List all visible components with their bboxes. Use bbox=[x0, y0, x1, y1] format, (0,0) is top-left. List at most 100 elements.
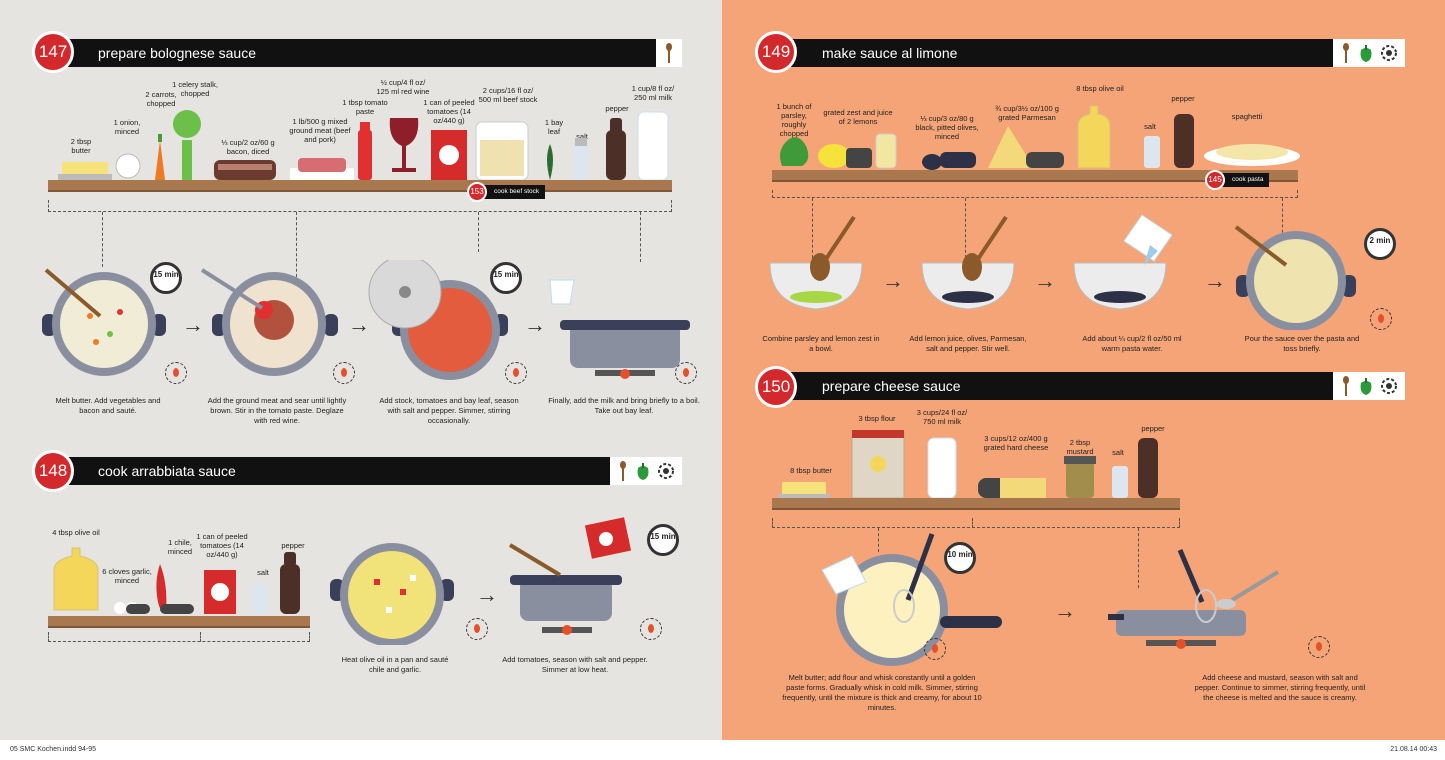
timer-icon: 2 min bbox=[1364, 228, 1396, 260]
ingredient-connector bbox=[102, 212, 103, 267]
ingredient-label: ½ cup/4 fl oz/ 125 ml red wine bbox=[376, 78, 430, 96]
ingredient-label: salt bbox=[1144, 122, 1156, 131]
ingredient-label: 1 chile, minced bbox=[167, 538, 193, 556]
step-arrow-icon: → bbox=[182, 312, 204, 337]
ingredient-connector bbox=[640, 212, 641, 262]
ingredient-connector bbox=[878, 528, 879, 552]
ingredient-label: 2 tbsp butter bbox=[70, 137, 92, 155]
ingredient-label: pepper bbox=[605, 104, 629, 113]
timer-icon: 10 min bbox=[944, 542, 976, 574]
heat-level-icon bbox=[165, 362, 187, 384]
ingredient-label: pepper bbox=[1141, 424, 1165, 433]
reference-recipe-tag[interactable]: cook pasta bbox=[1218, 173, 1270, 187]
ingredient-label: 1 cup/8 fl oz/ 250 ml milk bbox=[631, 84, 675, 102]
wooden-spoon-icon bbox=[1343, 376, 1349, 396]
ingredient-label: 2 tbsp mustard bbox=[1066, 438, 1094, 456]
recipe-title-bar: prepare cheese sauce bbox=[774, 372, 1405, 400]
recipe-number-badge: 149 bbox=[755, 31, 797, 73]
gear-icon bbox=[1381, 378, 1397, 394]
ingredient-label: 3 cups/12 oz/400 g grated hard cheese bbox=[983, 434, 1049, 452]
ingredient-label: 4 tbsp olive oil bbox=[52, 528, 100, 537]
green-pepper-icon bbox=[637, 463, 649, 480]
ingredient-label: grated zest and juice of 2 lemons bbox=[823, 108, 893, 126]
ingredient-shelf bbox=[48, 180, 672, 190]
ingredient-label: pepper bbox=[281, 541, 305, 550]
ingredient-illustrations bbox=[53, 547, 300, 614]
ingredient-illustrations bbox=[58, 110, 669, 181]
step-illustrations bbox=[330, 517, 632, 645]
step-instruction: Add lemon juice, olives, Parmesan, salt … bbox=[909, 334, 1027, 353]
step-instruction: Add about ¼ cup/2 fl oz/50 ml warm pasta… bbox=[1082, 334, 1182, 353]
step-instruction: Finally, add the milk and bring briefly … bbox=[548, 396, 700, 415]
ingredient-label: 2 cups/16 fl oz/ 500 ml beef stock bbox=[478, 86, 538, 104]
reference-recipe-badge[interactable]: 145 bbox=[1205, 170, 1225, 190]
green-pepper-icon bbox=[1360, 45, 1372, 62]
heat-level-icon bbox=[924, 638, 946, 660]
recipe-title: prepare bolognese sauce bbox=[98, 45, 257, 61]
footer-timestamp: 21.08.14 00:43 bbox=[1390, 746, 1437, 753]
ingredient-label: salt bbox=[576, 132, 588, 141]
ingredient-label: ¾ cup/3½ oz/100 g grated Parmesan bbox=[995, 104, 1059, 122]
step-instruction: Add tomatoes, season with salt and peppe… bbox=[502, 655, 648, 674]
timer-icon: 15 min bbox=[490, 262, 522, 294]
ingredient-label: salt bbox=[257, 568, 269, 577]
recipe-title-bar: prepare bolognese sauce bbox=[50, 39, 682, 67]
right-page: 149 make sauce al limone 1 bunch of pars… bbox=[722, 0, 1445, 740]
green-pepper-icon bbox=[1360, 378, 1372, 395]
ingredient-label: 3 cups/24 fl oz/ 750 ml milk bbox=[916, 408, 968, 426]
ingredient-connector bbox=[972, 518, 973, 528]
step-arrow-icon: → bbox=[476, 582, 498, 607]
ingredient-shelf bbox=[48, 616, 310, 626]
recipe-title: make sauce al limone bbox=[822, 45, 958, 61]
step-arrow-icon: → bbox=[1204, 268, 1226, 293]
step-arrow-icon: → bbox=[882, 268, 904, 293]
ingredient-connector bbox=[200, 632, 201, 642]
ingredient-connector bbox=[478, 212, 479, 252]
heat-level-icon bbox=[640, 618, 662, 640]
recipe-title: prepare cheese sauce bbox=[822, 378, 961, 394]
reference-recipe-badge[interactable]: 153 bbox=[467, 182, 487, 202]
wooden-spoon-icon bbox=[1343, 43, 1349, 63]
step-instruction: Melt butter. Add vegetables and bacon an… bbox=[55, 396, 161, 415]
footer-file-name: 05 SMC Kochen.indd 94-95 bbox=[10, 746, 96, 753]
utensil-icons bbox=[656, 39, 682, 67]
heat-level-icon bbox=[505, 362, 527, 384]
step-instruction: Add the ground meat and sear until light… bbox=[207, 396, 347, 425]
recipe-title: cook arrabbiata sauce bbox=[98, 463, 236, 479]
ingredient-connector bbox=[1282, 198, 1283, 238]
step-instruction: Add cheese and mustard, season with salt… bbox=[1194, 673, 1366, 702]
step-illustrations bbox=[42, 260, 690, 380]
step-illustrations bbox=[769, 214, 1356, 330]
utensil-icons bbox=[1333, 39, 1405, 67]
step-arrow-icon: → bbox=[524, 312, 546, 337]
ingredient-label: 1 celery stalk, chopped bbox=[172, 80, 218, 98]
heat-level-icon bbox=[466, 618, 488, 640]
reference-recipe-tag[interactable]: cook beef stock bbox=[480, 185, 546, 199]
step-illustrations bbox=[821, 533, 1280, 666]
ingredient-illustrations bbox=[778, 430, 1158, 500]
heat-level-icon bbox=[333, 362, 355, 384]
wooden-spoon-icon bbox=[666, 43, 672, 63]
ingredient-label: 1 onion, minced bbox=[113, 118, 141, 136]
step-instruction: Pour the sauce over the pasta and toss b… bbox=[1244, 334, 1360, 353]
ingredient-connector bbox=[48, 200, 672, 212]
ingredient-label: 1 can of peeled tomatoes (14 oz/440 g) bbox=[423, 98, 475, 125]
ingredient-label: 8 tbsp olive oil bbox=[1076, 84, 1124, 93]
ingredient-connector bbox=[965, 198, 966, 258]
ingredient-label: 2 carrots, chopped bbox=[145, 90, 177, 108]
recipe-number-badge: 150 bbox=[755, 366, 797, 408]
heat-level-icon bbox=[1308, 636, 1330, 658]
step-arrow-icon: → bbox=[348, 312, 370, 337]
step-instruction: Heat olive oil in a pan and sauté chile … bbox=[341, 655, 449, 674]
gear-icon bbox=[1381, 45, 1397, 61]
ingredient-connector bbox=[296, 212, 297, 282]
recipe-number-badge: 148 bbox=[32, 450, 74, 492]
timer-icon: 15 min bbox=[647, 524, 679, 556]
ingredient-label: 1 can of peeled tomatoes (14 oz/440 g) bbox=[196, 532, 248, 559]
utensil-icons bbox=[610, 457, 682, 485]
heat-level-icon bbox=[675, 362, 697, 384]
step-instruction: Melt butter; add flour and whisk constan… bbox=[782, 673, 982, 712]
ingredient-label: pepper bbox=[1171, 94, 1195, 103]
step-arrow-icon: → bbox=[1054, 598, 1076, 623]
ingredient-connector bbox=[772, 190, 1298, 198]
